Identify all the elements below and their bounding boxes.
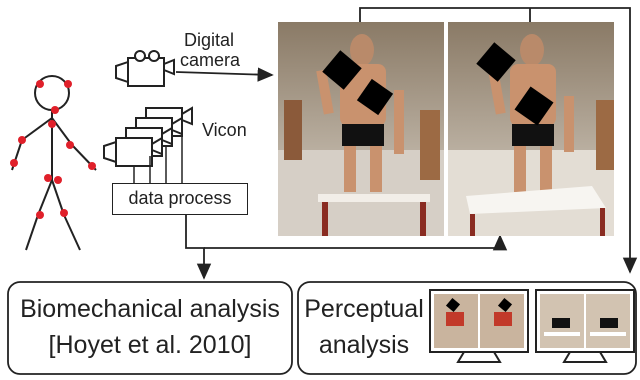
marker-points — [10, 80, 96, 219]
monitor-icon — [429, 289, 529, 363]
perceptual-subtitle: analysis — [318, 331, 410, 359]
monitor-icon — [535, 289, 635, 363]
biomechanical-box — [7, 281, 293, 375]
biomechanical-citation: [Hoyet et al. 2010] — [48, 331, 252, 359]
photo-rendered — [448, 22, 614, 236]
photo-original — [278, 22, 444, 236]
digital-camera-label-2: camera — [180, 50, 241, 70]
digital-camera-label-1: Digital — [184, 30, 235, 50]
camera-icon — [115, 50, 175, 87]
vicon-label: Vicon — [202, 120, 247, 140]
biomechanical-title: Biomechanical analysis — [20, 295, 280, 323]
vicon-camera-icon — [103, 106, 193, 167]
stick-figure-icon — [11, 75, 97, 251]
perceptual-title: Perceptual — [304, 295, 424, 323]
data-process-box: data process — [112, 183, 248, 215]
